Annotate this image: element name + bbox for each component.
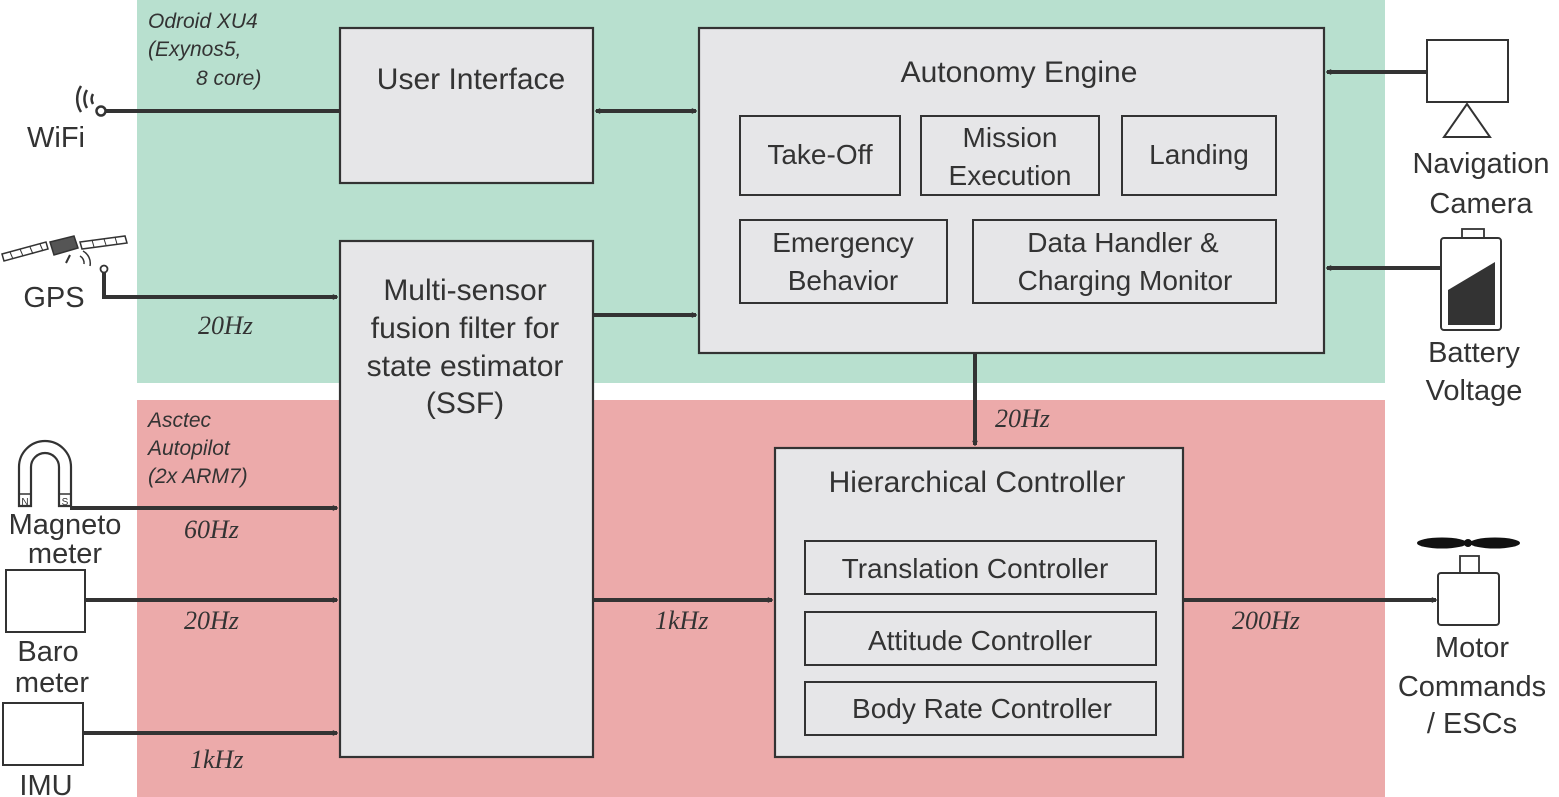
user-interface-block: User Interface	[338, 26, 595, 185]
mission-line1: Mission	[963, 122, 1058, 153]
autonomy-controller-frequency: 20Hz	[995, 404, 1050, 433]
motor-label-line1: Motor	[1435, 632, 1509, 664]
fusion-line1: Multi-sensor	[383, 274, 546, 307]
body-rate-controller-module: Body Rate Controller	[804, 681, 1157, 736]
magnetometer-label-line2: meter	[28, 538, 102, 570]
takeoff-module: Take-Off	[739, 115, 901, 196]
fusion-filter-block: Multi-sensor fusion filter for state est…	[338, 239, 595, 759]
gps-fusion-arrow	[102, 272, 337, 297]
fusion-line3: state estimator	[367, 350, 564, 383]
motor-label-line2: Commands	[1398, 671, 1546, 703]
user-interface-title: User Interface	[377, 63, 565, 96]
camera-icon	[1426, 39, 1509, 138]
attitude-controller-label: Attitude Controller	[868, 625, 1092, 656]
barometer-label-line1: Baro	[17, 636, 78, 668]
takeoff-label: Take-Off	[767, 139, 873, 170]
odroid-label-line1: Odroid XU4	[148, 10, 258, 33]
controller-title: Hierarchical Controller	[829, 466, 1126, 499]
camera-label-line2: Camera	[1429, 188, 1533, 220]
attitude-controller-module: Attitude Controller	[804, 611, 1157, 666]
data-handler-module: Data Handler & Charging Monitor	[972, 219, 1277, 304]
fusion-controller-frequency: 1kHz	[655, 606, 708, 635]
camera-label-line1: Navigation	[1412, 148, 1549, 180]
emergency-line1: Emergency	[772, 227, 914, 258]
data-handler-line2: Charging Monitor	[1018, 265, 1233, 296]
magnet-north-label: N	[21, 497, 28, 508]
battery-icon	[1440, 228, 1502, 331]
motor-label-line3: / ESCs	[1427, 708, 1517, 740]
magnetometer-frequency: 60Hz	[184, 515, 239, 544]
barometer-label-line2: meter	[15, 667, 89, 699]
translation-controller-label: Translation Controller	[842, 553, 1109, 584]
battery-label-line1: Battery	[1428, 337, 1520, 369]
wifi-label: WiFi	[27, 122, 85, 154]
wifi-antenna-icon	[76, 85, 107, 117]
magnetometer-label-line1: Magneto	[9, 509, 122, 541]
asctec-label-line3: (2x ARM7)	[148, 465, 248, 488]
body-rate-controller-label: Body Rate Controller	[852, 693, 1112, 724]
battery-label-line2: Voltage	[1426, 375, 1523, 407]
barometer-frequency: 20Hz	[184, 606, 239, 635]
gps-frequency: 20Hz	[198, 311, 253, 340]
mission-execution-module: Mission Execution	[920, 115, 1100, 196]
landing-label: Landing	[1149, 139, 1249, 170]
gps-label: GPS	[23, 282, 84, 314]
imu-label: IMU	[19, 770, 72, 797]
autonomy-engine-block: Autonomy Engine Take-Off Mission Executi…	[697, 26, 1326, 355]
mission-line2: Execution	[949, 160, 1072, 191]
emergency-line2: Behavior	[788, 265, 899, 296]
propeller-icon	[1417, 537, 1520, 626]
odroid-label-line3: 8 core)	[196, 67, 261, 90]
magnet-south-label: S	[62, 497, 69, 508]
fusion-line2: fusion filter for	[371, 312, 559, 345]
odroid-label-line2: (Exynos5,	[148, 38, 241, 61]
asctec-label-line1: Asctec	[146, 409, 212, 432]
translation-controller-module: Translation Controller	[804, 540, 1157, 595]
odroid-region-label: Odroid XU4 (Exynos5, 8 core)	[148, 10, 261, 90]
horseshoe-magnet-icon: N S	[17, 439, 73, 508]
landing-module: Landing	[1121, 115, 1277, 196]
imu-frequency: 1kHz	[190, 745, 243, 774]
asctec-label-line2: Autopilot	[146, 437, 231, 460]
fusion-line4: (SSF)	[426, 387, 504, 420]
asctec-region-label: Asctec Autopilot (2x ARM7)	[146, 409, 248, 488]
satellite-icon	[1, 235, 128, 274]
emergency-behavior-module: Emergency Behavior	[739, 219, 948, 304]
barometer-icon	[5, 569, 86, 633]
autonomy-engine-title: Autonomy Engine	[901, 56, 1138, 89]
data-handler-line1: Data Handler &	[1027, 227, 1219, 258]
imu-icon	[2, 702, 84, 766]
hierarchical-controller-block: Hierarchical Controller Translation Cont…	[773, 446, 1185, 759]
controller-motor-frequency: 200Hz	[1232, 606, 1300, 635]
